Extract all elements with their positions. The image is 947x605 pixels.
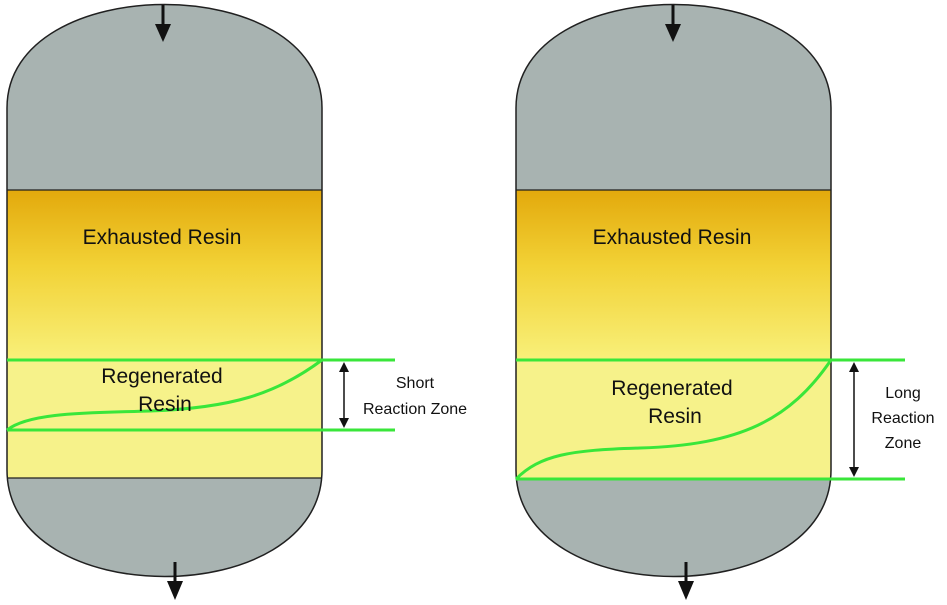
right-regenerated-resin (516, 360, 831, 478)
left-exhausted-resin (7, 190, 322, 360)
left-outlet-arrow-icon (167, 562, 183, 600)
left-regenerated-resin (7, 360, 322, 478)
right-zone-label-line3: Zone (885, 435, 922, 452)
right-zone-label-line1: Long (885, 385, 921, 402)
right-zone-label-line2: Reaction (871, 410, 934, 427)
left-zone-label-line1: Short (396, 375, 435, 392)
left-concentration-curve (6, 358, 323, 432)
right-outlet-arrow-icon (678, 562, 694, 600)
right-inlet-arrow-icon (665, 5, 681, 42)
left-inlet-arrow-icon (155, 5, 171, 42)
left-regenerated-label-line2: Resin (138, 393, 192, 416)
right-zone-dimension-icon (849, 362, 859, 477)
left-zone-dimension-icon (339, 362, 349, 428)
right-regenerated-label-line2: Resin (648, 405, 702, 428)
right-regenerated-label-line1: Regenerated (611, 377, 732, 400)
right-vessel: Exhausted Resin Regenerated Resin Long R… (514, 3, 935, 600)
right-exhausted-resin (516, 190, 831, 360)
left-zone-label-line2: Reaction Zone (363, 401, 467, 418)
right-exhausted-label: Exhausted Resin (593, 226, 752, 249)
right-concentration-curve (514, 359, 833, 481)
left-shell-outline (6, 3, 323, 578)
right-shell-outline (515, 3, 832, 578)
left-exhausted-label: Exhausted Resin (83, 226, 242, 249)
left-regenerated-label-line1: Regenerated (101, 365, 222, 388)
left-vessel: Exhausted Resin Regenerated Resin Short … (6, 3, 467, 600)
